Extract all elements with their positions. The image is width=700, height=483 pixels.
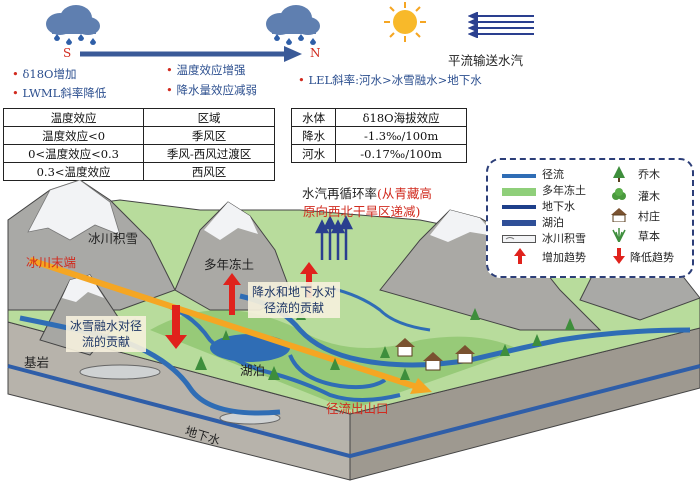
- runoff-line-icon: [502, 174, 536, 178]
- table-header: 区域: [143, 108, 275, 127]
- legend-label: 乔木: [638, 168, 660, 181]
- legend-label: 灌木: [638, 190, 660, 203]
- up-arrow-icon: [223, 273, 241, 315]
- meltwater-contribution: 冰雪融水对径流的贡献: [66, 316, 147, 352]
- groundwater-line-icon: [502, 205, 536, 209]
- down-arrow-icon: [165, 305, 187, 349]
- table-header: 水体: [290, 108, 337, 127]
- glacier-snow-label: 冰川积雪: [88, 231, 139, 246]
- legend: 径流 多年冻土 地下水 湖泊 冰川积雪 增加趋势 乔木 灌木 村庄 草本 降低趋…: [486, 158, 694, 278]
- precip-groundwater-contribution: 降水和地下水对径流的贡献: [248, 282, 341, 318]
- table-row: 河水-0.17‰/100m: [290, 144, 467, 163]
- advection-arrows-icon: [468, 12, 534, 38]
- grass-icon: [612, 228, 626, 242]
- legend-label: 多年冻土: [542, 184, 586, 197]
- permafrost-swatch-icon: [502, 188, 536, 196]
- table-header: 温度效应: [2, 108, 145, 127]
- gradient-arrow: [29, 257, 421, 391]
- village-icon: [611, 208, 627, 222]
- advection-label: 平流输送水汽: [448, 53, 524, 68]
- mid-note-2: • 降水量效应减弱: [166, 83, 257, 97]
- legend-label: 降低趋势: [630, 251, 674, 264]
- legend-label: 径流: [542, 168, 564, 181]
- down-arrow-icon: [613, 248, 625, 264]
- permafrost-label: 多年冻土: [204, 257, 255, 272]
- glacier-terminus-label: 冰川末端: [26, 255, 77, 270]
- up-arrow-icon: [514, 248, 526, 264]
- table-row: 0.3<温度效应西风区: [2, 162, 275, 181]
- north-label: N: [310, 46, 321, 60]
- legend-label: 村庄: [638, 210, 660, 223]
- left-note-2: • LWML斜率降低: [12, 86, 107, 100]
- up-arrow-icon: [300, 262, 318, 298]
- sun-icon: [384, 2, 426, 42]
- trend-arrows: [165, 262, 318, 349]
- vapor-recycle-label-2: 原向西北干旱区递减): [303, 204, 421, 219]
- legend-label: 草本: [638, 230, 660, 243]
- lake: [210, 334, 290, 362]
- legend-label: 湖泊: [542, 216, 564, 229]
- left-note-1: • δ18O增加: [12, 67, 77, 81]
- tree-icon: [613, 166, 625, 182]
- table-header: δ18O海拔效应: [335, 108, 467, 127]
- glacier-swatch-icon: [502, 235, 536, 243]
- mid-note-1: • 温度效应增强: [166, 63, 246, 77]
- lake-label: 湖泊: [240, 363, 266, 378]
- legend-label: 增加趋势: [542, 251, 586, 264]
- lake-swatch-icon: [502, 220, 536, 226]
- groundwater-flow: [7, 364, 700, 459]
- south-label: S: [63, 46, 72, 60]
- vapor-recycle-label: 水汽再循环率(从青藏高: [302, 186, 432, 201]
- lel-note: • LEL斜率:河水>冰雪融水>地下水: [298, 73, 482, 87]
- table-row: 降水-1.3‰/100m: [290, 126, 467, 145]
- shrub-icon: [612, 188, 626, 200]
- rain-cloud-icon: [266, 5, 320, 45]
- south-north-arrow: [80, 46, 302, 62]
- outlet-label: 径流出山口: [326, 401, 389, 416]
- vapor-recycle-arrows: [314, 215, 354, 260]
- rain-cloud-icon: [46, 5, 100, 45]
- bedrock-label: 基岩: [24, 355, 50, 370]
- legend-label: 冰川积雪: [542, 232, 586, 245]
- legend-label: 地下水: [542, 200, 575, 213]
- village-icon: [395, 338, 475, 371]
